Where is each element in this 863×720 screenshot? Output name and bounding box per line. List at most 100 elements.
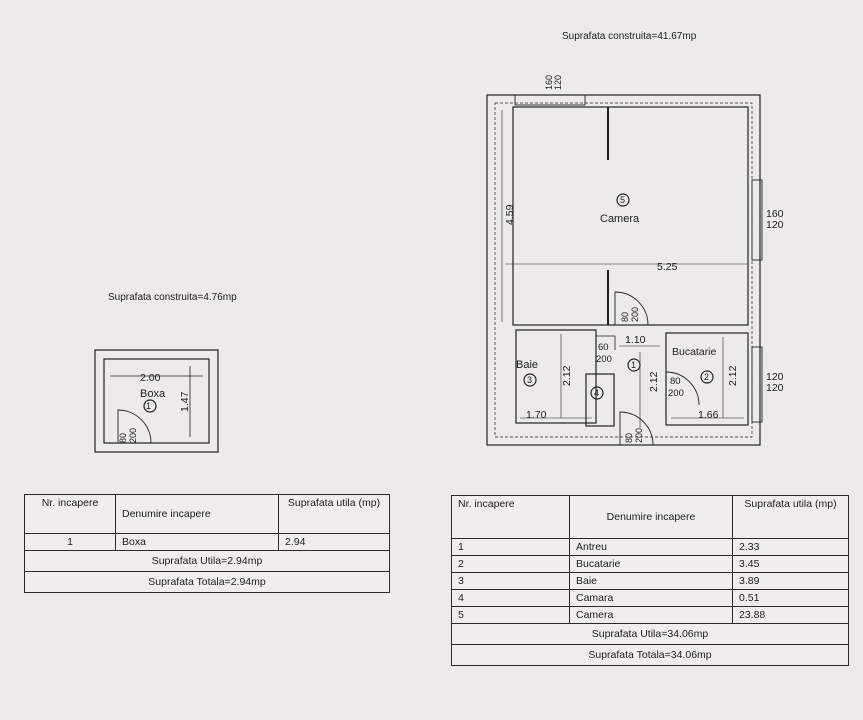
antreu-number-circle [627, 358, 641, 372]
row-nr: 5 [451, 606, 570, 624]
row-name: Bucatarie [569, 555, 733, 573]
camera-name: Camera [600, 213, 640, 225]
totala-total: Suprafata Totala=2.94mp [24, 571, 390, 593]
table-row: 2 Bucatarie 3.45 [451, 555, 849, 573]
row-nr: 3 [451, 572, 570, 590]
camera-door-swing [614, 291, 649, 326]
entry-door-h: 200 [634, 428, 644, 443]
entry-door-swing [619, 411, 654, 446]
camara-number: 4 [594, 388, 599, 398]
utila-row: Suprafata Utila=2.94mp [24, 550, 390, 572]
antreu-height-dim: 2.12 [648, 371, 660, 392]
boxa-area-label: Suprafata construita=4.76mp [108, 292, 237, 303]
table-row: 5 Camera 23.88 [451, 606, 849, 624]
boxa-width-dim: 2.00 [140, 372, 161, 384]
table-boxa: Nr. incapere Denumire incapere Suprafata… [24, 494, 390, 593]
boxa-name: Boxa [140, 388, 166, 400]
table-row: 1 Boxa 2.94 [24, 533, 390, 551]
totala-row: Suprafata Totala=34.06mp [451, 644, 849, 666]
header-area: Suprafata utila (mp) [278, 494, 390, 534]
bucatarie-name: Bucatarie [672, 346, 717, 358]
utila-total: Suprafata Utila=34.06mp [451, 623, 849, 645]
baie-height-dim: 2.12 [561, 365, 573, 386]
top-window-h: 120 [553, 75, 563, 90]
baie-door-h: 200 [596, 354, 612, 365]
row-nr: 4 [451, 589, 570, 607]
row-name: Camara [569, 589, 733, 607]
baie-number-circle [523, 373, 537, 387]
boxa-inner-wall [103, 358, 210, 444]
utila-total: Suprafata Utila=2.94mp [24, 550, 390, 572]
header-nr: Nr. incapere [24, 494, 116, 534]
row-area: 3.45 [732, 555, 849, 573]
camera-width-dim: 5.25 [657, 261, 678, 273]
camera-walls [512, 106, 749, 326]
table-header-row: Nr. incapere Denumire incapere Suprafata… [24, 494, 390, 534]
header-area: Suprafata utila (mp) [732, 495, 849, 539]
row-nr: 1 [451, 538, 570, 556]
camera-door-h: 200 [630, 307, 640, 322]
boxa-outer-wall [94, 349, 219, 453]
camera-height-dim: 4.59 [504, 204, 516, 225]
row-name: Baie [569, 572, 733, 590]
bucatarie-number-circle [700, 370, 714, 384]
top-window [514, 94, 586, 106]
baie-door-w: 60 [598, 342, 609, 353]
totala-total: Suprafata Totala=34.06mp [451, 644, 849, 666]
camera-door-w: 80 [620, 312, 630, 322]
right-window-2-h: 120 [766, 382, 784, 394]
table-apartment: Nr. incapere Denumire incapere Suprafata… [451, 495, 849, 666]
antreu-width-dim: 1.10 [625, 334, 646, 346]
table-row: 4 Camara 0.51 [451, 589, 849, 607]
entry-door-w: 80 [624, 433, 634, 443]
row-area: 0.51 [732, 589, 849, 607]
bucatarie-door-w: 80 [670, 376, 681, 387]
apartment-outer-wall [486, 94, 761, 446]
camera-number-circle [616, 193, 630, 207]
bucatarie-number: 2 [704, 372, 709, 382]
camera-number: 5 [620, 195, 625, 205]
boxa-door-h: 200 [128, 428, 138, 443]
row-name: Antreu [569, 538, 733, 556]
camara-walls [585, 373, 615, 427]
header-name: Denumire incapere [569, 495, 733, 539]
header-nr: Nr. incapere [451, 495, 570, 539]
row-nr: 2 [451, 555, 570, 573]
right-window-bucatarie [751, 346, 763, 423]
table-header-row: Nr. incapere Denumire incapere Suprafata… [451, 495, 849, 539]
row-area: 2.33 [732, 538, 849, 556]
boxa-door-w: 80 [118, 433, 128, 443]
totala-row: Suprafata Totala=2.94mp [24, 571, 390, 593]
right-window-camera [751, 179, 763, 261]
camara-number-circle [590, 386, 604, 400]
boxa-height-dim: 1.47 [179, 391, 191, 412]
top-window-w: 160 [544, 75, 554, 90]
baie-width-dim: 1.70 [526, 409, 547, 421]
row-area: 3.89 [732, 572, 849, 590]
row-area: 23.88 [732, 606, 849, 624]
antreu-number: 1 [631, 360, 636, 370]
baie-name: Baie [516, 359, 538, 371]
utila-row: Suprafata Utila=34.06mp [451, 623, 849, 645]
right-window-2-w: 120 [766, 371, 784, 383]
bucatarie-width-dim: 1.66 [698, 409, 719, 421]
table-row: 1 Antreu 2.33 [451, 538, 849, 556]
apartment-area-label: Suprafata construita=41.67mp [562, 31, 697, 42]
bucatarie-height-dim: 2.12 [727, 365, 739, 386]
right-window-1-h: 120 [766, 219, 784, 231]
boxa-number: 1 [146, 401, 151, 411]
row-name: Boxa [115, 533, 279, 551]
bucatarie-door-swing [665, 371, 700, 406]
row-name: Camera [569, 606, 733, 624]
baie-walls [515, 329, 597, 424]
boxa-number-circle [143, 399, 157, 413]
bucatarie-door-h: 200 [668, 388, 684, 399]
right-window-1-w: 160 [766, 208, 784, 220]
row-nr: 1 [24, 533, 116, 551]
header-name: Denumire incapere [115, 494, 279, 534]
baie-number: 3 [527, 375, 532, 385]
boxa-door-swing [117, 409, 152, 444]
table-row: 3 Baie 3.89 [451, 572, 849, 590]
row-area: 2.94 [278, 533, 390, 551]
